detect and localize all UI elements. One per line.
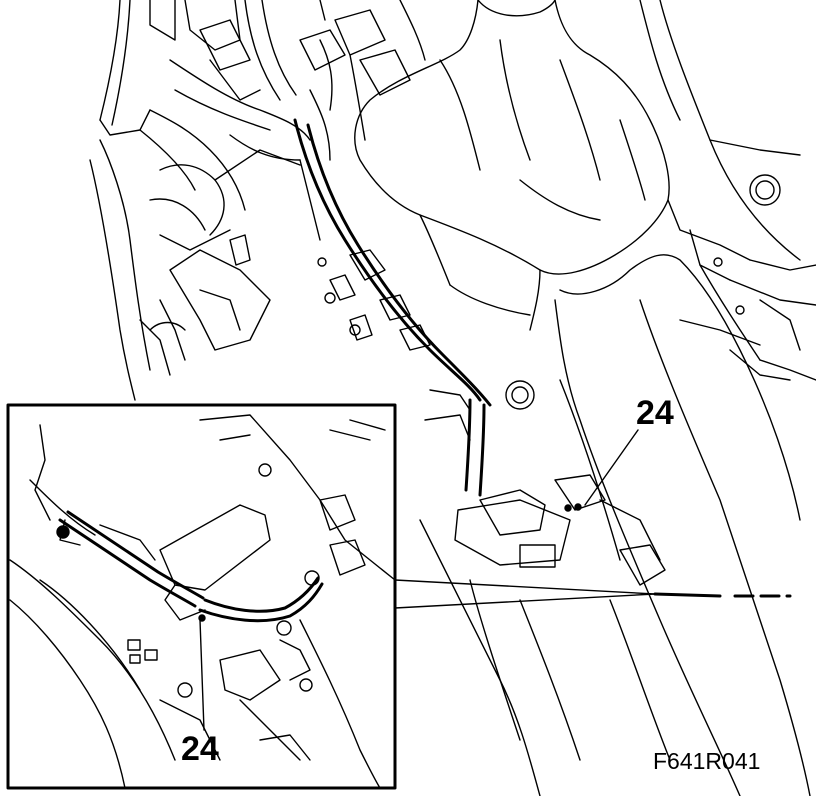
inset-detail-frame: [6, 403, 397, 790]
center-console-frame: [639, 0, 816, 381]
figure-code: F641R041: [653, 748, 761, 774]
callout-leader-lines: [394, 429, 792, 609]
shift-cable-assembly: [293, 118, 671, 796]
gear-lever-boot: [354, 0, 670, 331]
callout-number-inset: 24: [181, 730, 219, 768]
console-tunnel-cover: [554, 254, 811, 796]
callout-number-main: 24: [636, 394, 674, 432]
inset-detail-view: [9, 414, 396, 789]
wiring-harness-upper-left: [89, 0, 426, 401]
